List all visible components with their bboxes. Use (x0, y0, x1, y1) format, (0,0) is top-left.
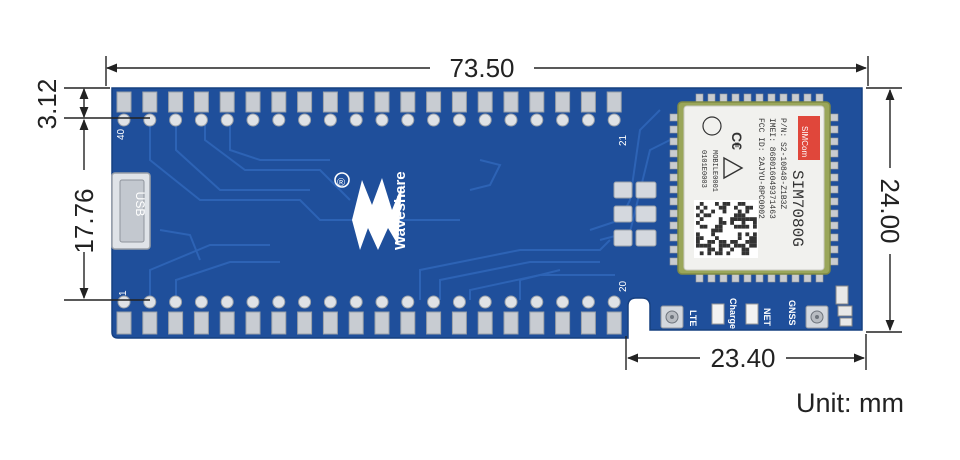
pin-pad (142, 91, 158, 127)
pin-pad (580, 91, 596, 127)
antenna-connector-gnss-icon (805, 305, 829, 329)
pin-pad (271, 91, 287, 127)
pin-pad (555, 295, 571, 335)
module-pins (669, 93, 839, 283)
waveshare-logo-icon (334, 172, 402, 250)
pin-pad (322, 295, 338, 335)
led-label-lte: LTE (688, 310, 698, 326)
pin-pad (271, 295, 287, 335)
led-label-charge: Charge (728, 298, 738, 329)
svg-text:C€: C€ (729, 132, 745, 150)
pin-pad (606, 295, 622, 335)
dimension-lines (64, 56, 902, 370)
pin-pad (400, 91, 416, 127)
qr-code-icon (694, 200, 758, 258)
pin-pad (245, 295, 261, 335)
unit-label: Unit: mm (796, 388, 904, 418)
pin-pad (477, 91, 493, 127)
module-info-line-3: FCC ID: 2AJYU-8PC0002 (756, 118, 765, 219)
dim-usb-offset: 17.76 (69, 188, 99, 253)
pin-pad (193, 295, 209, 335)
pin-pad (529, 295, 545, 335)
dim-height-total: 24.00 (875, 178, 905, 243)
pin-pad (580, 295, 596, 335)
pin-pad (193, 91, 209, 127)
pin-pad (219, 91, 235, 127)
pin-pad (374, 295, 390, 335)
pin-pad (297, 91, 313, 127)
pin-pad (245, 91, 261, 127)
pin-pad (219, 295, 235, 335)
pin-pad (116, 91, 132, 127)
pin-header-top (116, 91, 622, 127)
module-info-line-2: IMEI: 868016049371463 (767, 118, 776, 219)
net-led (745, 303, 759, 325)
dim-module-width: 23.40 (710, 343, 775, 373)
dim-pin-offset: 3.12 (32, 79, 62, 130)
pin-pad (297, 295, 313, 335)
brand-label: Waveshare (392, 171, 409, 250)
rcm-mark-icon (723, 156, 744, 180)
pin-pad (606, 91, 622, 127)
pin-pad (503, 91, 519, 127)
maker-label: SIMCom (800, 126, 809, 157)
pin-pad (142, 295, 158, 335)
pin-label-21: 21 (618, 134, 629, 146)
registered-mark: ® (337, 177, 345, 189)
usb-connector: USB (111, 172, 151, 250)
led-label-gnss: GNSS (787, 300, 797, 326)
pin-pad (529, 91, 545, 127)
pin-pad (426, 91, 442, 127)
pin-header-bottom (116, 295, 622, 335)
pin-pad (451, 91, 467, 127)
ce-mark-icon: C€ (729, 132, 745, 150)
pin-label-20: 20 (618, 280, 629, 292)
led-label-net: NET (762, 308, 772, 327)
pin-pad (348, 91, 364, 127)
pin-pad (451, 295, 467, 335)
pin-pad (426, 295, 442, 335)
pin-pad (116, 295, 132, 335)
pin-label-40: 40 (116, 128, 127, 140)
pin-pad (168, 91, 184, 127)
simcom-logo-icon (798, 116, 820, 160)
pin-pad (168, 295, 184, 335)
charge-led (711, 303, 725, 325)
pin-pad (555, 91, 571, 127)
pin-pad (322, 91, 338, 127)
module-info-line-1: P/N: S2-10848-Z1B3Z (778, 118, 787, 209)
pin-pad (477, 295, 493, 335)
certification-mark-icon (702, 116, 722, 136)
pin-pad (348, 295, 364, 335)
pin-pad (374, 91, 390, 127)
module-code-1: MOBILE0001 (710, 150, 718, 192)
pin-label-1: 1 (118, 290, 129, 296)
usb-label: USB (133, 192, 147, 217)
antenna-connector-lte-icon (660, 305, 684, 329)
sim7080g-module: SIMCom SIM7080G P/N: S2-10848-Z1B3Z IMEI… (669, 93, 839, 283)
test-pads (613, 181, 657, 247)
dim-width-total: 73.50 (449, 53, 514, 83)
smd-components (835, 285, 853, 327)
pin-pad (400, 295, 416, 335)
pin-pad (503, 295, 519, 335)
module-code-2: 0101E0003 (699, 150, 707, 188)
module-name: SIM7080G (788, 170, 806, 247)
